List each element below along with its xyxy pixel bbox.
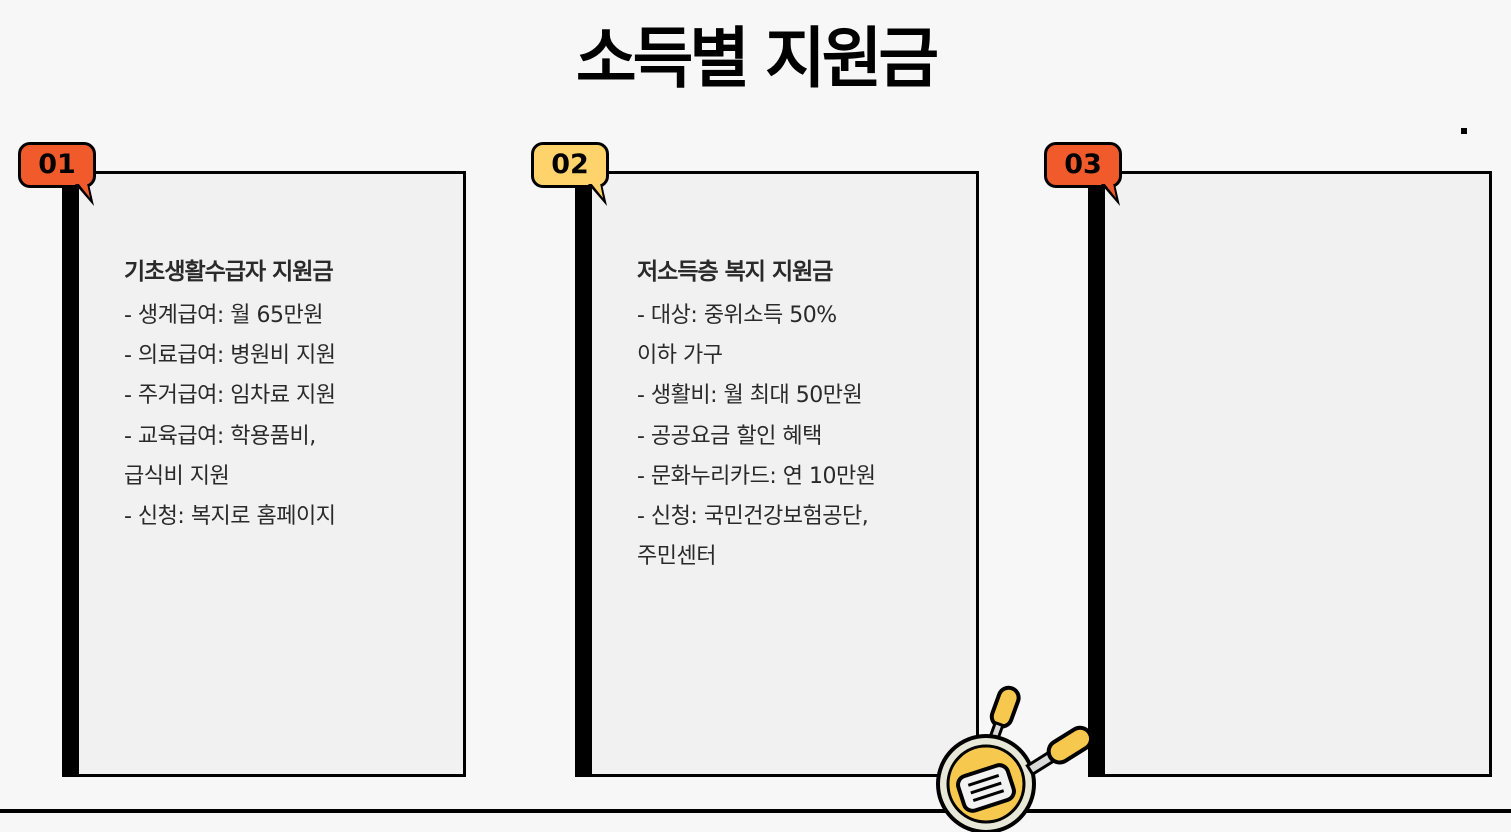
support-card-1: 기초생활수급자 지원금 - 생계급여: 월 65만원 - 의료급여: 병원비 지… [62,171,466,777]
card-number-badge-2: 02 [531,142,611,206]
card-heading: 기초생활수급자 지원금 [124,259,334,285]
badge-bubble [1044,142,1122,188]
card-line: - 문화누리카드: 연 10만원 [637,463,876,489]
card-line: 이하 가구 [637,343,723,369]
card-line: - 생활비: 월 최대 50만원 [637,383,863,409]
card-line: - 의료급여: 병원비 지원 [124,343,336,369]
card-line: - 신청: 복지로 홈페이지 [124,504,336,530]
speech-tail-icon [588,183,607,206]
card-panel: 기초생활수급자 지원금 - 생계급여: 월 65만원 - 의료급여: 병원비 지… [76,171,466,777]
badge-number: 02 [551,149,589,180]
card-panel [1102,171,1492,777]
card-number-badge-1: 01 [18,142,98,206]
speech-tail-icon [75,183,94,206]
page-title: 소득별 지원금 [575,20,939,97]
badge-bubble [531,142,609,188]
card-line: 급식비 지원 [124,463,230,489]
badge-number: 01 [38,149,76,180]
card-line: 주민센터 [637,544,716,570]
card-line: - 공공요금 할인 혜택 [637,423,822,449]
card-number-badge-3: 03 [1044,142,1124,206]
card-content: 저소득층 복지 지원금 - 대상: 중위소득 50% 이하 가구 - 생활비: … [637,252,977,577]
card-content: 기초생활수급자 지원금 - 생계급여: 월 65만원 - 의료급여: 병원비 지… [124,252,464,537]
support-card-2: 저소득층 복지 지원금 - 대상: 중위소득 50% 이하 가구 - 생활비: … [575,171,979,777]
decorative-dot [1461,128,1467,134]
card-panel: 저소득층 복지 지원금 - 대상: 중위소득 50% 이하 가구 - 생활비: … [589,171,979,777]
frying-pan-spatula-icon [936,685,1090,832]
card-line: - 신청: 국민건강보험공단, [637,504,869,530]
card-line: - 생계급여: 월 65만원 [124,303,324,328]
speech-tail-icon [1101,183,1120,206]
card-heading: 저소득층 복지 지원금 [637,259,833,285]
badge-number: 03 [1064,149,1102,180]
support-card-3 [1088,171,1492,777]
card-line: - 주거급여: 임차료 지원 [124,383,336,409]
card-line: - 대상: 중위소득 50% [637,303,837,328]
ground-line [0,809,1511,813]
card-line: - 교육급여: 학용품비, [124,423,316,449]
badge-bubble [18,142,96,188]
